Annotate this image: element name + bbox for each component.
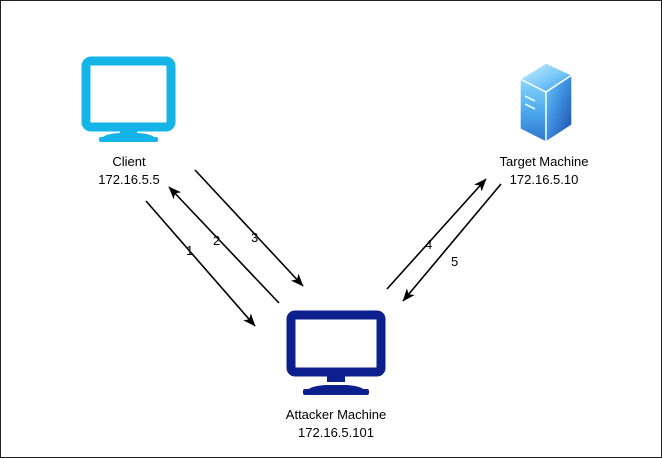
attacker-ip: 172.16.5.101 — [298, 425, 374, 440]
server-tower-icon — [518, 62, 574, 144]
flow-arrow-5 — [402, 183, 502, 302]
flow-number-2: 2 — [213, 233, 221, 248]
node-label-client: Client 172.16.5.5 — [29, 153, 229, 189]
desktop-monitor-icon — [286, 310, 386, 395]
flow-number-3: 3 — [251, 230, 259, 245]
flow-arrow-group — [145, 169, 502, 327]
flow-arrow-4 — [386, 178, 487, 290]
flow-number-4: 4 — [425, 237, 433, 252]
attacker-name: Attacker Machine — [285, 407, 387, 422]
desktop-monitor-icon — [81, 56, 176, 142]
flow-number-5: 5 — [451, 254, 459, 269]
flow-arrow-1 — [145, 200, 256, 327]
target-ip: 172.16.5.10 — [509, 172, 579, 187]
flow-number-1: 1 — [186, 243, 194, 258]
client-name: Client — [112, 154, 146, 169]
flow-arrow-2 — [168, 186, 280, 304]
node-label-target: Target Machine 172.16.5.10 — [444, 153, 644, 189]
flow-arrow-3 — [194, 169, 304, 287]
node-label-attacker: Attacker Machine 172.16.5.101 — [236, 406, 436, 442]
target-name: Target Machine — [499, 154, 589, 169]
client-ip: 172.16.5.5 — [98, 172, 160, 187]
